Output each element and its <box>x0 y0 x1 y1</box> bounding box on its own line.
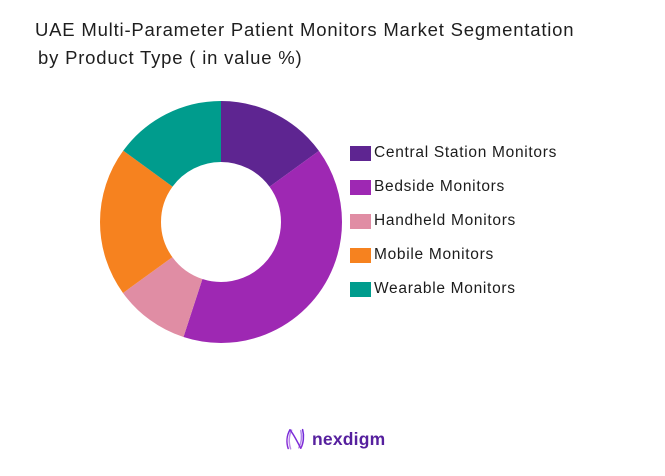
legend-item: Central Station Monitors <box>350 142 557 164</box>
donut-segment-wearable-monitors <box>100 101 342 343</box>
legend-item: Bedside Monitors <box>350 176 557 198</box>
legend-swatch <box>350 213 371 229</box>
legend-label: Wearable Monitors <box>374 280 516 297</box>
chart-title: UAE Multi-Parameter Patient Monitors Mar… <box>35 16 574 72</box>
donut-chart <box>100 101 342 343</box>
donut-chart-area <box>91 92 351 352</box>
nexdigm-logo: nexdigm <box>282 426 385 452</box>
chart-title-line2: by Product Type ( in value %) <box>38 47 303 68</box>
legend-swatch <box>350 179 371 195</box>
legend-swatch <box>350 145 371 161</box>
legend-label: Central Station Monitors <box>374 144 558 161</box>
legend-label: Handheld Monitors <box>374 212 517 229</box>
donut-segment-mobile-monitors <box>100 101 342 343</box>
nexdigm-logo-icon <box>286 428 305 450</box>
donut-segment-bedside-monitors <box>100 101 342 343</box>
legend-label: Bedside Monitors <box>374 178 505 195</box>
legend-swatch <box>350 247 371 263</box>
legend-item: Handheld Monitors <box>350 210 557 232</box>
nexdigm-logo-text: nexdigm <box>312 428 386 449</box>
legend-item: Wearable Monitors <box>350 278 557 300</box>
legend-label: Mobile Monitors <box>374 246 494 263</box>
legend-item: Mobile Monitors <box>350 244 557 266</box>
legend-swatch <box>350 281 371 297</box>
chart-title-line1: UAE Multi-Parameter Patient Monitors Mar… <box>35 19 575 40</box>
